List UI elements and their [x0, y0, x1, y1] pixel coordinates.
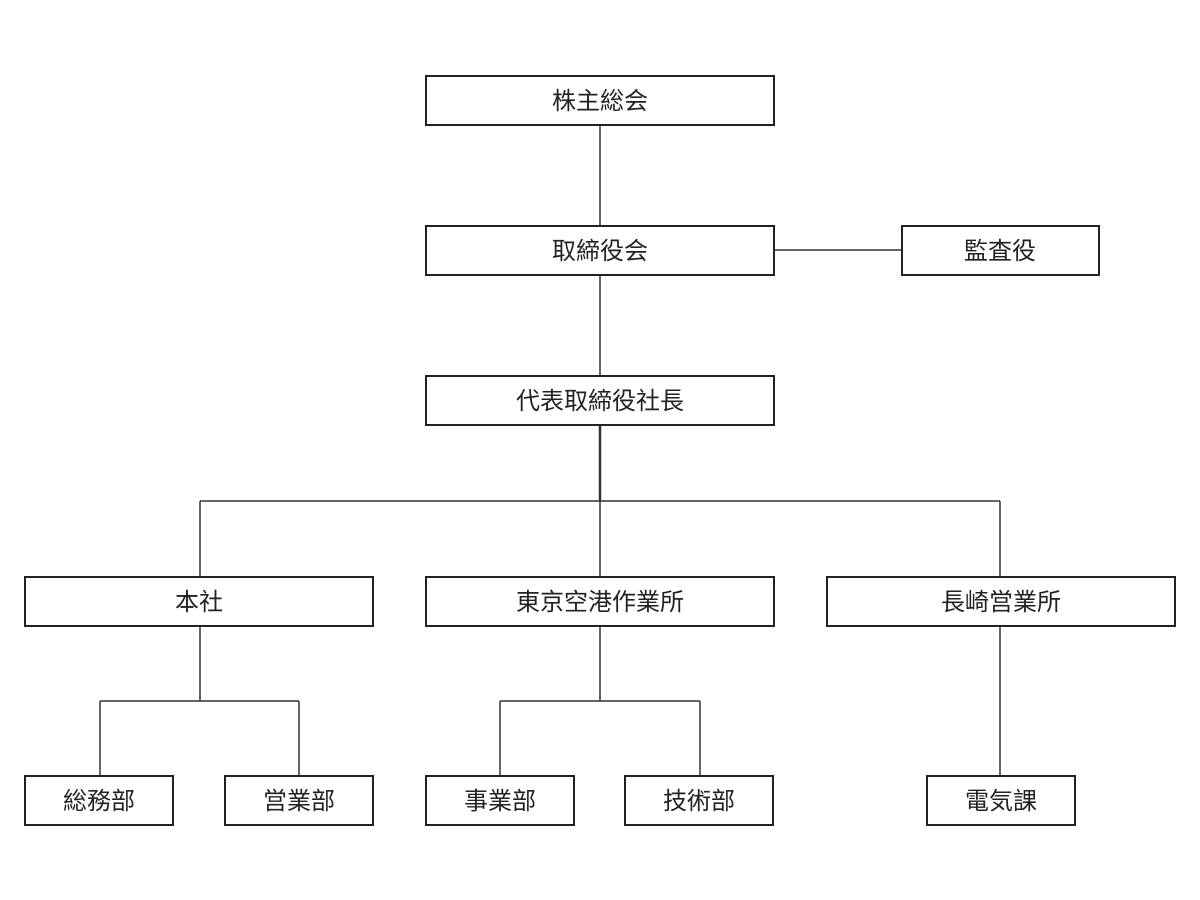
node-business-dept: 事業部: [425, 775, 575, 826]
node-label: 株主総会: [552, 87, 648, 115]
node-auditor: 監査役: [901, 225, 1100, 276]
node-electrical-section: 電気課: [926, 775, 1076, 826]
node-shareholders: 株主総会: [425, 75, 775, 126]
node-sales-dept: 営業部: [224, 775, 374, 826]
node-label: 代表取締役社長: [516, 387, 684, 415]
node-label: 事業部: [464, 787, 536, 815]
node-label: 総務部: [63, 787, 135, 815]
node-label: 営業部: [263, 787, 335, 815]
connectors: [99, 125, 1001, 776]
node-president: 代表取締役社長: [425, 375, 775, 426]
node-head-office: 本社: [24, 576, 374, 627]
node-technical-dept: 技術部: [624, 775, 774, 826]
node-nagasaki-sales: 長崎営業所: [826, 576, 1176, 627]
node-label: 東京空港作業所: [516, 588, 684, 616]
node-tokyo-airport: 東京空港作業所: [425, 576, 775, 627]
node-label: 長崎営業所: [941, 588, 1061, 616]
node-board: 取締役会: [425, 225, 775, 276]
node-label: 監査役: [964, 237, 1036, 265]
node-label: 電気課: [965, 787, 1037, 815]
node-label: 技術部: [663, 787, 735, 815]
node-label: 本社: [175, 588, 223, 616]
node-label: 取締役会: [552, 237, 648, 265]
node-general-affairs: 総務部: [24, 775, 174, 826]
